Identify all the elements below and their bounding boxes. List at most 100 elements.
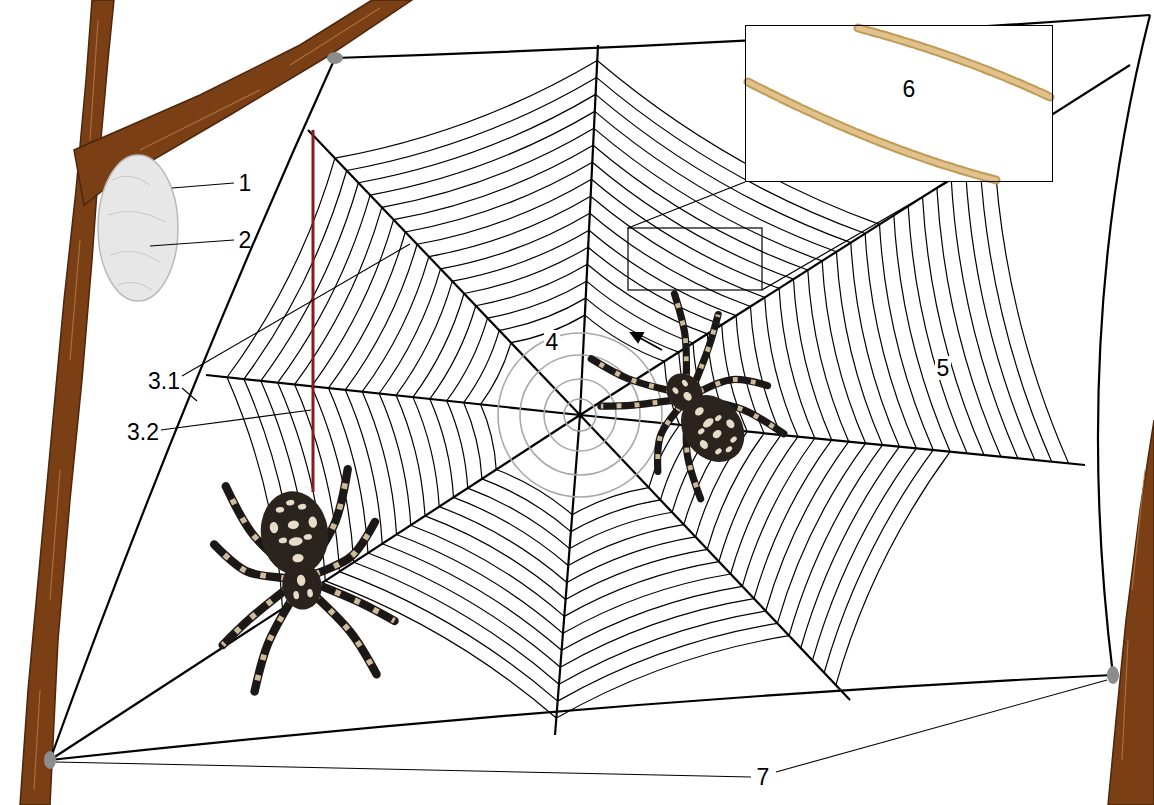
spiral-thread (566, 549, 708, 599)
callout-number: 4 (544, 330, 561, 354)
spider-marking (698, 438, 710, 450)
zoom-source-frame (628, 228, 762, 290)
spiral-thread (754, 440, 832, 599)
spider-marking (278, 537, 287, 544)
spider-marking (298, 503, 307, 510)
callout-number: 1 (239, 171, 252, 195)
radial-thread (308, 130, 580, 415)
spiral-thread (779, 288, 815, 438)
spiral-thread (951, 179, 1018, 459)
spider-marking (711, 428, 723, 440)
spiral-thread (312, 220, 394, 387)
spiral-thread (370, 111, 595, 195)
spiral-thread (586, 298, 679, 352)
right-trunk (1108, 420, 1154, 805)
spiral-thread (413, 397, 439, 507)
spiral-thread (345, 244, 417, 390)
spider-marking (671, 386, 679, 395)
spiral-thread (430, 399, 454, 497)
spiral-thread (879, 224, 933, 450)
spiral-thread (396, 534, 562, 633)
spiral-thread (836, 452, 950, 685)
spiral-thread (590, 213, 751, 306)
spiral-thread (589, 230, 736, 315)
spider-marking (714, 414, 723, 422)
spiral-thread (731, 437, 798, 574)
spiral-thread (937, 188, 1001, 457)
callout-number: 7 (757, 765, 770, 789)
movement-arrow (631, 333, 662, 350)
frame-threads (50, 15, 1150, 760)
spiral-thread (362, 257, 429, 392)
spider-marking (286, 499, 295, 506)
spiral-thread (227, 158, 335, 377)
spider-marking (307, 589, 314, 598)
spiral-thread (396, 281, 452, 395)
spider-abdomen (255, 487, 333, 580)
spiral-thread (347, 77, 597, 170)
spiral-thread (923, 197, 984, 455)
callout-number: 3.2 (127, 420, 159, 444)
spiral-thread (447, 401, 468, 488)
spiral-thread (851, 243, 900, 447)
spiral-thread (587, 264, 707, 334)
spiral-thread (801, 447, 900, 648)
glue-droplet-threads (748, 28, 1050, 180)
spider-marking (269, 521, 279, 533)
spider-figure (574, 281, 801, 513)
spiral-thread (894, 215, 950, 451)
spiral-thread (808, 270, 849, 442)
spiral-thread (789, 445, 882, 636)
callout-number: 5 (935, 356, 952, 380)
leg-band (316, 574, 395, 631)
spiral-thread (496, 470, 572, 515)
spider-marking (693, 406, 705, 418)
spider-marking (714, 447, 723, 455)
spiral-thread (382, 544, 561, 651)
spider-figure (201, 466, 402, 695)
radial-thread (50, 415, 580, 760)
left-trunk (20, 0, 114, 805)
spiral-thread (591, 179, 779, 288)
spiral-thread (464, 247, 588, 293)
spiral-thread (836, 252, 882, 445)
spider-marking (293, 591, 300, 600)
spiral-thread (464, 330, 500, 402)
callout-number: 3.1 (148, 369, 180, 393)
radial-thread (555, 415, 580, 735)
spiral-thread (335, 60, 597, 158)
callout-number: 2 (239, 228, 252, 252)
spiral-thread (585, 315, 665, 361)
spider-marking (288, 536, 303, 546)
egg-sac (98, 155, 178, 301)
spiral-thread (481, 404, 497, 469)
spiral-thread (464, 403, 482, 479)
spider-marking (275, 506, 284, 513)
spiral-thread (441, 213, 590, 269)
spiral-thread (453, 497, 568, 565)
spiral-thread (567, 537, 696, 583)
spiral-thread (482, 479, 571, 532)
spiral-thread (425, 516, 566, 600)
spider-marking (725, 445, 734, 453)
spiral-thread (468, 488, 570, 548)
spiral-thread (339, 572, 557, 702)
spiral-thread (476, 264, 588, 306)
spiral-thread (244, 170, 347, 379)
spiral-thread (865, 234, 916, 449)
spider-marking (681, 379, 689, 388)
spiral-thread (824, 450, 933, 673)
spider-marking (729, 435, 738, 443)
spiral-thread (481, 343, 511, 405)
spider-marking (725, 418, 737, 430)
spiral-thread (413, 293, 464, 397)
callout-leaders (56, 183, 1107, 777)
spider-abdomen (668, 382, 758, 474)
leg-band (640, 294, 720, 379)
spiral-thread (568, 525, 684, 566)
spiral-thread (430, 306, 476, 399)
spiral-thread (295, 207, 382, 384)
leg-band (216, 588, 295, 645)
spiral-thread (452, 230, 589, 281)
